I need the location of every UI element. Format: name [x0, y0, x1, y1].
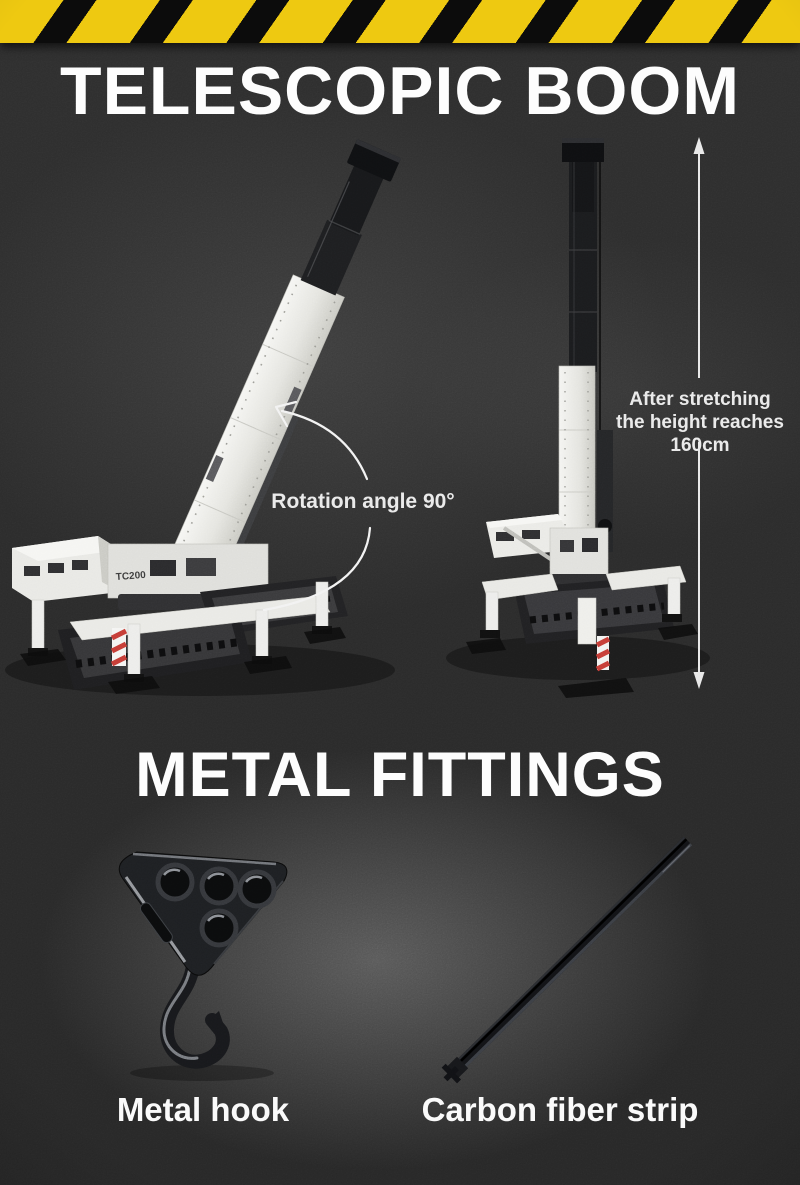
rotation-angle-label: Rotation angle 90° — [271, 490, 455, 513]
metal-hook-photo — [118, 851, 288, 1081]
crane-model-text: TC200 — [115, 570, 146, 583]
metal-fittings-title: METAL FITTINGS — [135, 740, 665, 810]
hazard-stripe-banner — [0, 0, 800, 43]
metal-hook-label: Metal hook — [116, 1091, 290, 1128]
carbon-fiber-strip-label: Carbon fiber strip — [421, 1091, 699, 1128]
telescopic-boom-title: TELESCOPIC BOOM — [60, 53, 740, 129]
height-note: After stretching the height reaches 160c… — [588, 388, 800, 457]
carbon-fiber-strip-photo — [441, 836, 693, 1084]
height-note-line1: After stretching — [629, 389, 771, 410]
height-note-line2: the height reaches 160cm — [616, 412, 784, 456]
